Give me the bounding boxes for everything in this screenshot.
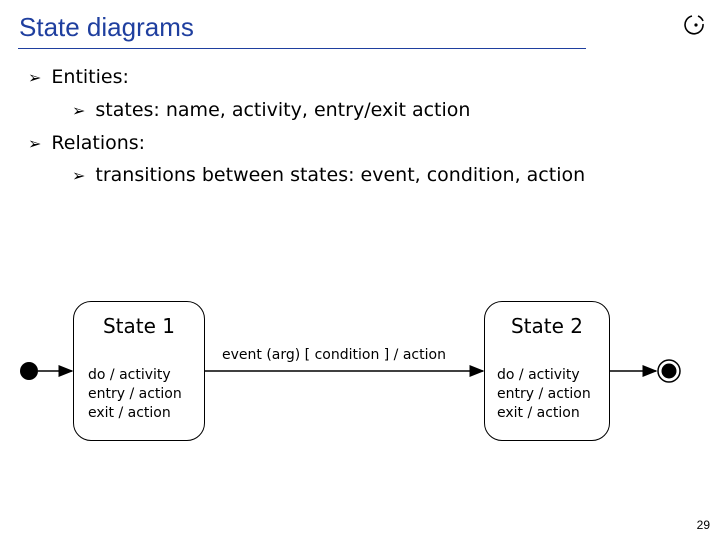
bullet-states: ➢ states: name, activity, entry/exit act…	[72, 99, 470, 121]
bullet-text: transitions between states: event, condi…	[95, 164, 586, 186]
state-1-name: State 1	[102, 314, 176, 338]
title-underline	[18, 48, 586, 49]
slide-title: State diagrams	[19, 12, 194, 42]
bullet-transitions: ➢ transitions between states: event, con…	[72, 164, 585, 186]
bullet-text: states: name, activity, entry/exit actio…	[95, 99, 471, 121]
state-activity: exit / action	[88, 405, 171, 421]
state-2-box: State 2 do / activity entry / action exi…	[484, 301, 610, 441]
final-state	[657, 359, 681, 383]
bullet-entities: ➢ Entities:	[28, 66, 129, 88]
logo-icon	[684, 15, 704, 35]
bullet-arrow-icon: ➢	[28, 67, 42, 87]
bullet-arrow-icon: ➢	[28, 133, 42, 153]
initial-state-dot	[20, 362, 38, 380]
state-activity: do / activity	[88, 367, 171, 383]
state-1-activities: do / activity entry / action exit / acti…	[88, 366, 182, 423]
bullet-arrow-icon: ➢	[72, 100, 86, 120]
transition-label: event (arg) [ condition ] / action	[222, 347, 446, 363]
state-activity: do / activity	[497, 367, 580, 383]
state-2-name: State 2	[510, 314, 584, 338]
page-number: 29	[696, 518, 710, 532]
state-1-box: State 1 do / activity entry / action exi…	[73, 301, 205, 441]
bullet-arrow-icon: ➢	[72, 165, 86, 185]
bullet-text: Entities:	[51, 66, 129, 88]
state-2-activities: do / activity entry / action exit / acti…	[497, 366, 591, 423]
state-activity: entry / action	[88, 386, 182, 402]
bullet-relations: ➢ Relations:	[28, 132, 145, 154]
state-activity: entry / action	[497, 386, 591, 402]
bullet-text: Relations:	[51, 132, 146, 154]
state-activity: exit / action	[497, 405, 580, 421]
